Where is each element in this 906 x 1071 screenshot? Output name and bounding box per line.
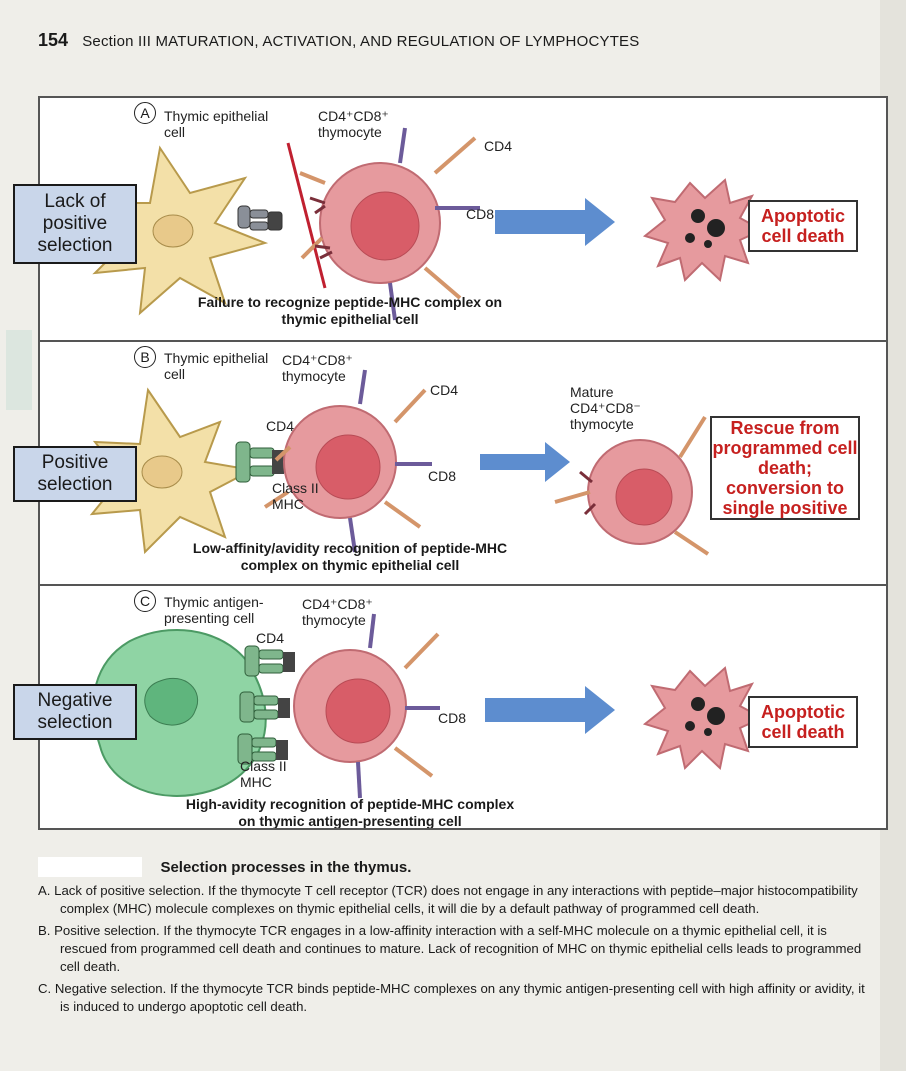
class-ii-mhc-label: Class II MHC	[272, 480, 332, 512]
side-label-positive-selection: Positive selection	[13, 446, 137, 502]
cd4-label: CD4	[256, 630, 284, 646]
outcome-label: Apoptotic cell death	[748, 200, 858, 252]
legend-item-c: C. Negative selection. If the thymocyte …	[38, 980, 868, 1016]
panel-negative-selection: C Thymic antigen-presenting cell CD4⁺CD8…	[38, 584, 888, 830]
panel-positive-selection: B Thymic epithelial cell CD4⁺CD8⁺ thymoc…	[38, 340, 888, 586]
panel-lack-of-positive-selection: A Thymic epithelial cell CD4⁺CD8⁺ thymoc…	[38, 96, 888, 342]
thymocyte-label: CD4⁺CD8⁺ thymocyte	[282, 352, 392, 384]
outcome-label: Apoptotic cell death	[748, 696, 858, 748]
panel-caption: Failure to recognize peptide-MHC complex…	[180, 294, 520, 328]
mhc-molecule	[238, 206, 282, 230]
panel-caption: Low-affinity/avidity recognition of pept…	[180, 540, 520, 574]
panel-letter: A	[134, 102, 156, 124]
epithelial-cell-label: Thymic epithelial cell	[164, 108, 274, 140]
outcome-arrow	[480, 442, 570, 482]
epithelial-cell-label: Thymic epithelial cell	[164, 350, 274, 382]
figure-title: Selection processes in the thymus.	[160, 859, 411, 876]
cd4-label: CD4	[484, 138, 512, 154]
cd8-label: CD8	[438, 710, 466, 726]
thymocyte-label: CD4⁺CD8⁺ thymocyte	[318, 108, 428, 140]
cd4-left-label: CD4	[266, 418, 294, 434]
panel-letter: C	[134, 590, 156, 612]
side-label-lack-of-positive-selection: Lack of positive selection	[13, 184, 137, 264]
mature-thymocyte-label: Mature CD4⁺CD8⁻ thymocyte	[570, 384, 680, 432]
panel-caption: High-avidity recognition of peptide-MHC …	[180, 796, 520, 830]
side-label-negative-selection: Negative selection	[13, 684, 137, 740]
figure-number-redaction	[38, 857, 142, 877]
mhc-molecule	[236, 442, 274, 482]
outcome-arrow	[485, 686, 615, 734]
panel-letter: B	[134, 346, 156, 368]
legend-item-b: B. Positive selection. If the thymocyte …	[38, 922, 868, 976]
cd8-label: CD8	[428, 468, 456, 484]
apoptotic-cell	[645, 180, 762, 280]
apc-label: Thymic antigen-presenting cell	[164, 594, 294, 626]
cd8-label: CD8	[466, 206, 494, 222]
page-number: 154	[38, 30, 68, 50]
apoptotic-cell	[645, 668, 762, 768]
figure-legend: A. Lack of positive selection. If the th…	[38, 882, 868, 1020]
thymocyte-label: CD4⁺CD8⁺ thymocyte	[302, 596, 412, 628]
class-ii-mhc-label: Class II MHC	[240, 758, 300, 790]
section-title: Section III MATURATION, ACTIVATION, AND …	[82, 33, 639, 50]
cd4-label: CD4	[430, 382, 458, 398]
running-header: 154 Section III MATURATION, ACTIVATION, …	[38, 30, 639, 51]
outcome-label: Rescue from programmed cell death; conve…	[710, 416, 860, 520]
legend-item-a: A. Lack of positive selection. If the th…	[38, 882, 868, 918]
figure-title-row: Selection processes in the thymus.	[38, 857, 411, 877]
outcome-arrow	[495, 198, 615, 246]
